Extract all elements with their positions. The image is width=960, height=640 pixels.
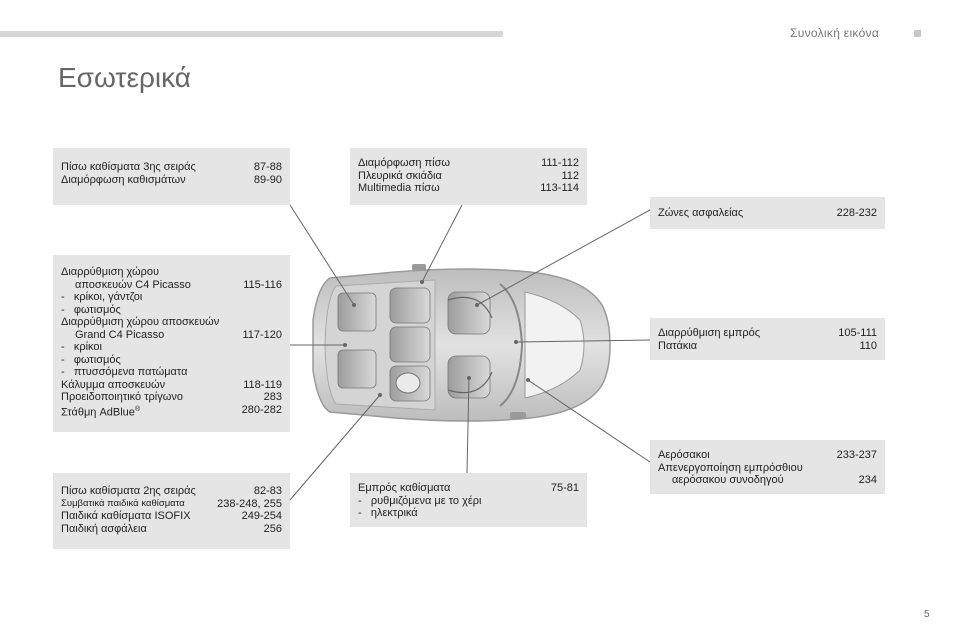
- second-row-seats: [389, 287, 431, 402]
- child-seat: [395, 372, 421, 394]
- section-marker: [914, 30, 921, 37]
- entry-lighting: φωτισμός: [61, 304, 282, 317]
- entry-passenger-airbag-deactivation-heading: Απενεργοποίηση εμπρόσθιου: [658, 461, 803, 474]
- third-row-seats: [337, 292, 377, 389]
- leader-dots: [343, 280, 530, 397]
- entry-folding-floors: πτυσσόμενα πατώματα: [61, 366, 282, 379]
- entry-hooks-rings: κρίκοι, γάντζοι: [61, 291, 282, 304]
- entry-adblue-level[interactable]: Στάθμη AdBlue®280-282: [61, 403, 282, 419]
- entry-rings: κρίκοι: [61, 341, 282, 354]
- entry-luggage-layout-grand-heading: Διαρρύθμιση χώρου αποσκευών: [61, 316, 220, 328]
- leader-lines: [289, 204, 651, 501]
- header-bar: [0, 31, 503, 37]
- entry-electric-adjustment: ηλεκτρικά: [358, 507, 579, 520]
- entry-luggage-layout-heading: Διαρρύθμιση χώρου: [61, 266, 160, 278]
- entry-lighting-2: φωτισμός: [61, 354, 282, 367]
- page-title: Εσωτερικά: [58, 62, 191, 93]
- car-body: [312, 264, 611, 422]
- section-title: Συνολική εικόνα: [790, 26, 880, 40]
- front-seats: [447, 291, 493, 399]
- entry-manual-adjustment: ρυθμιζόμενα με το χέρι: [358, 495, 579, 508]
- page-number: 5: [924, 609, 930, 620]
